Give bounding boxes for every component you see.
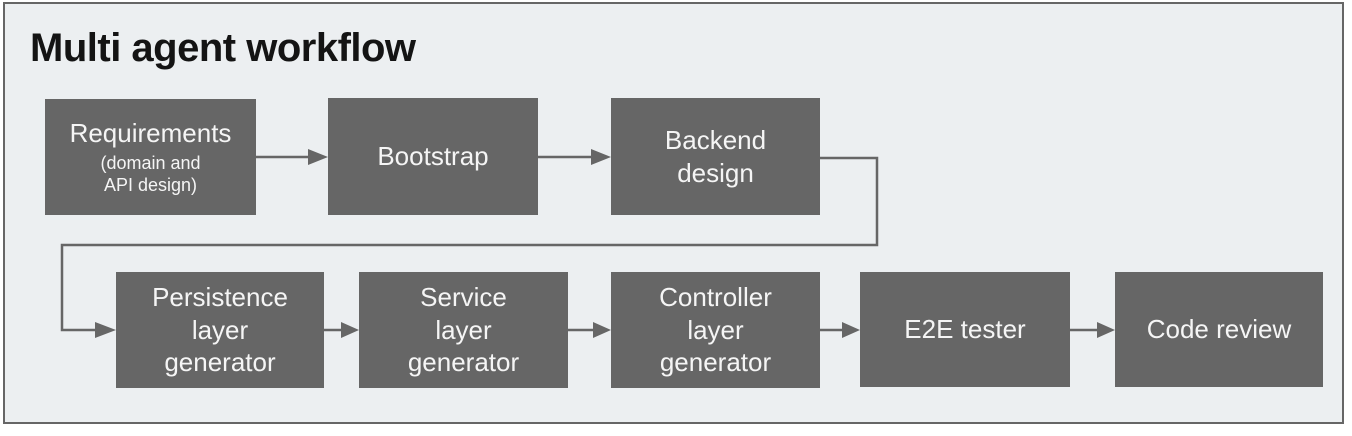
node-requirements-sublabel: (domain and API design) — [100, 152, 201, 195]
node-requirements-label: Requirements — [69, 118, 232, 149]
node-e2e-tester-label: E2E tester — [904, 314, 1026, 345]
node-service-layer-generator-label: Service layer generator — [407, 282, 520, 378]
node-code-review: Code review — [1115, 272, 1323, 387]
node-e2e-tester: E2E tester — [860, 272, 1070, 387]
node-persistence-layer-generator: Persistence layer generator — [116, 272, 324, 388]
node-bootstrap-label: Bootstrap — [377, 141, 489, 172]
node-backend-design-label: Backend design — [664, 125, 767, 188]
node-requirements: Requirements (domain and API design) — [45, 99, 256, 215]
node-controller-layer-generator: Controller layer generator — [611, 272, 820, 388]
node-controller-layer-generator-label: Controller layer generator — [659, 282, 772, 378]
node-service-layer-generator: Service layer generator — [359, 272, 568, 388]
node-bootstrap: Bootstrap — [328, 98, 538, 215]
node-code-review-label: Code review — [1146, 314, 1292, 345]
node-persistence-layer-generator-label: Persistence layer generator — [152, 282, 288, 378]
node-backend-design: Backend design — [611, 98, 820, 215]
diagram-title: Multi agent workflow — [30, 26, 416, 70]
